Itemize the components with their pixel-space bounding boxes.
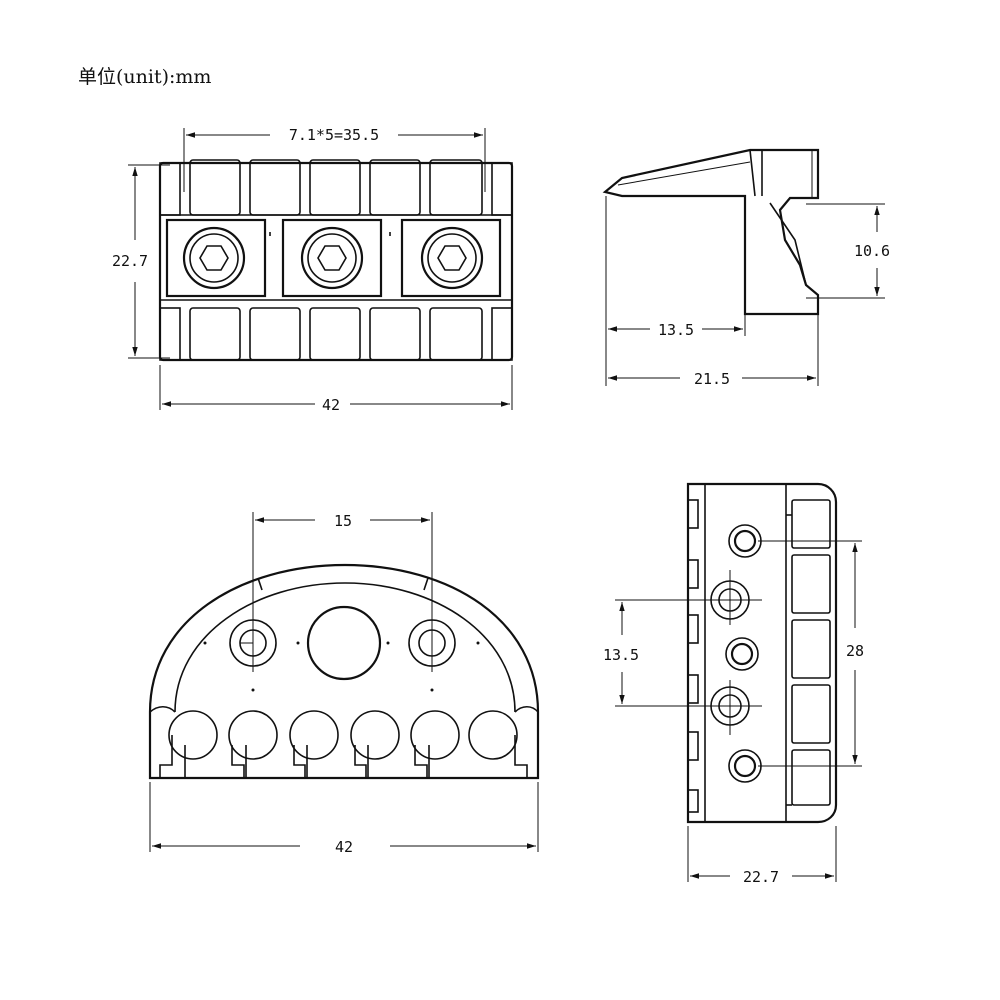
front-width-dimension-label: 42 bbox=[335, 838, 353, 856]
side-view: 10.6 13.5 21.5 bbox=[602, 148, 890, 388]
slot-dimension-label: 10.6 bbox=[854, 242, 890, 260]
back-spacing-dimension-label: 13.5 bbox=[603, 646, 639, 664]
back-view: 13.5 28 22.7 bbox=[603, 482, 864, 886]
front-view: 15 42 bbox=[148, 512, 540, 856]
depth-dimension-label: 21.5 bbox=[694, 370, 730, 388]
hex-screw-icon bbox=[300, 226, 364, 290]
top-view: 7.1*5=35.5 22.7 42 bbox=[112, 126, 514, 414]
unit-label: 单位(unit):mm bbox=[78, 66, 212, 88]
inner-dimension-label: 13.5 bbox=[658, 321, 694, 339]
pitch-dimension-label: 7.1*5=35.5 bbox=[289, 126, 379, 144]
hex-screw-icon bbox=[182, 226, 246, 290]
hex-screw-icon bbox=[420, 226, 484, 290]
back-width-dimension-label: 22.7 bbox=[743, 868, 779, 886]
spacing-dimension-label: 15 bbox=[334, 512, 352, 530]
width-dimension-label: 42 bbox=[322, 396, 340, 414]
height-dimension-label: 22.7 bbox=[112, 252, 148, 270]
span-dimension-label: 28 bbox=[846, 642, 864, 660]
